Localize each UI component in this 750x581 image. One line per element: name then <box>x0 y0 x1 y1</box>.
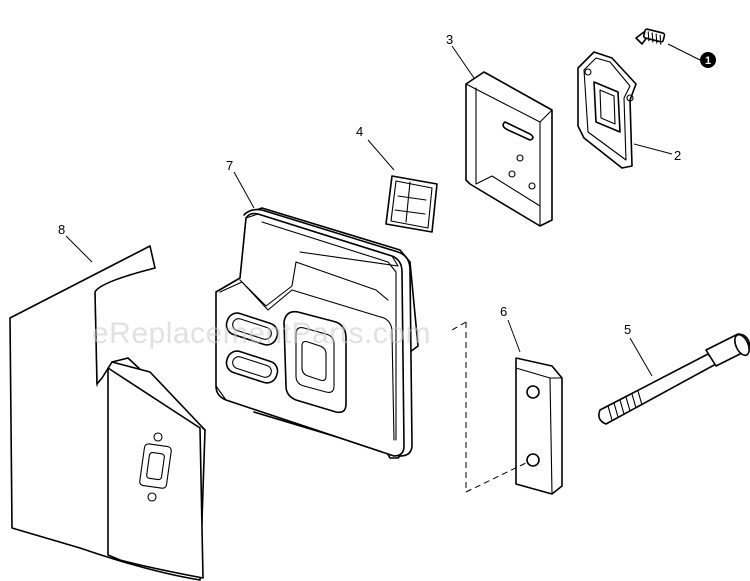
callout-8: 8 <box>58 222 65 237</box>
callout-4: 4 <box>356 124 363 139</box>
spacer-plate-icon[interactable] <box>515 357 563 495</box>
callout-5: 5 <box>624 322 631 337</box>
callout-7: 7 <box>226 158 233 173</box>
muffler-body-icon[interactable] <box>215 207 419 459</box>
callout-labels: 3 2 4 7 8 6 5 1 <box>58 32 716 337</box>
muffler-cover-icon[interactable] <box>465 71 553 227</box>
callout-1-badge: 1 <box>700 52 716 68</box>
callout-6: 6 <box>500 304 507 319</box>
spark-screen-icon[interactable] <box>385 175 438 233</box>
muffler-plate-icon[interactable] <box>577 51 637 169</box>
screw-icon[interactable] <box>635 28 666 45</box>
leader-lines <box>65 43 701 377</box>
callout-1: 1 <box>705 55 711 67</box>
bolt-icon[interactable] <box>598 332 750 425</box>
watermark-text: eReplacementParts.com <box>92 317 431 350</box>
heat-shield-icon[interactable] <box>9 245 206 581</box>
callout-2: 2 <box>674 148 681 163</box>
callout-3: 3 <box>446 32 453 47</box>
alignment-lines <box>451 321 529 493</box>
